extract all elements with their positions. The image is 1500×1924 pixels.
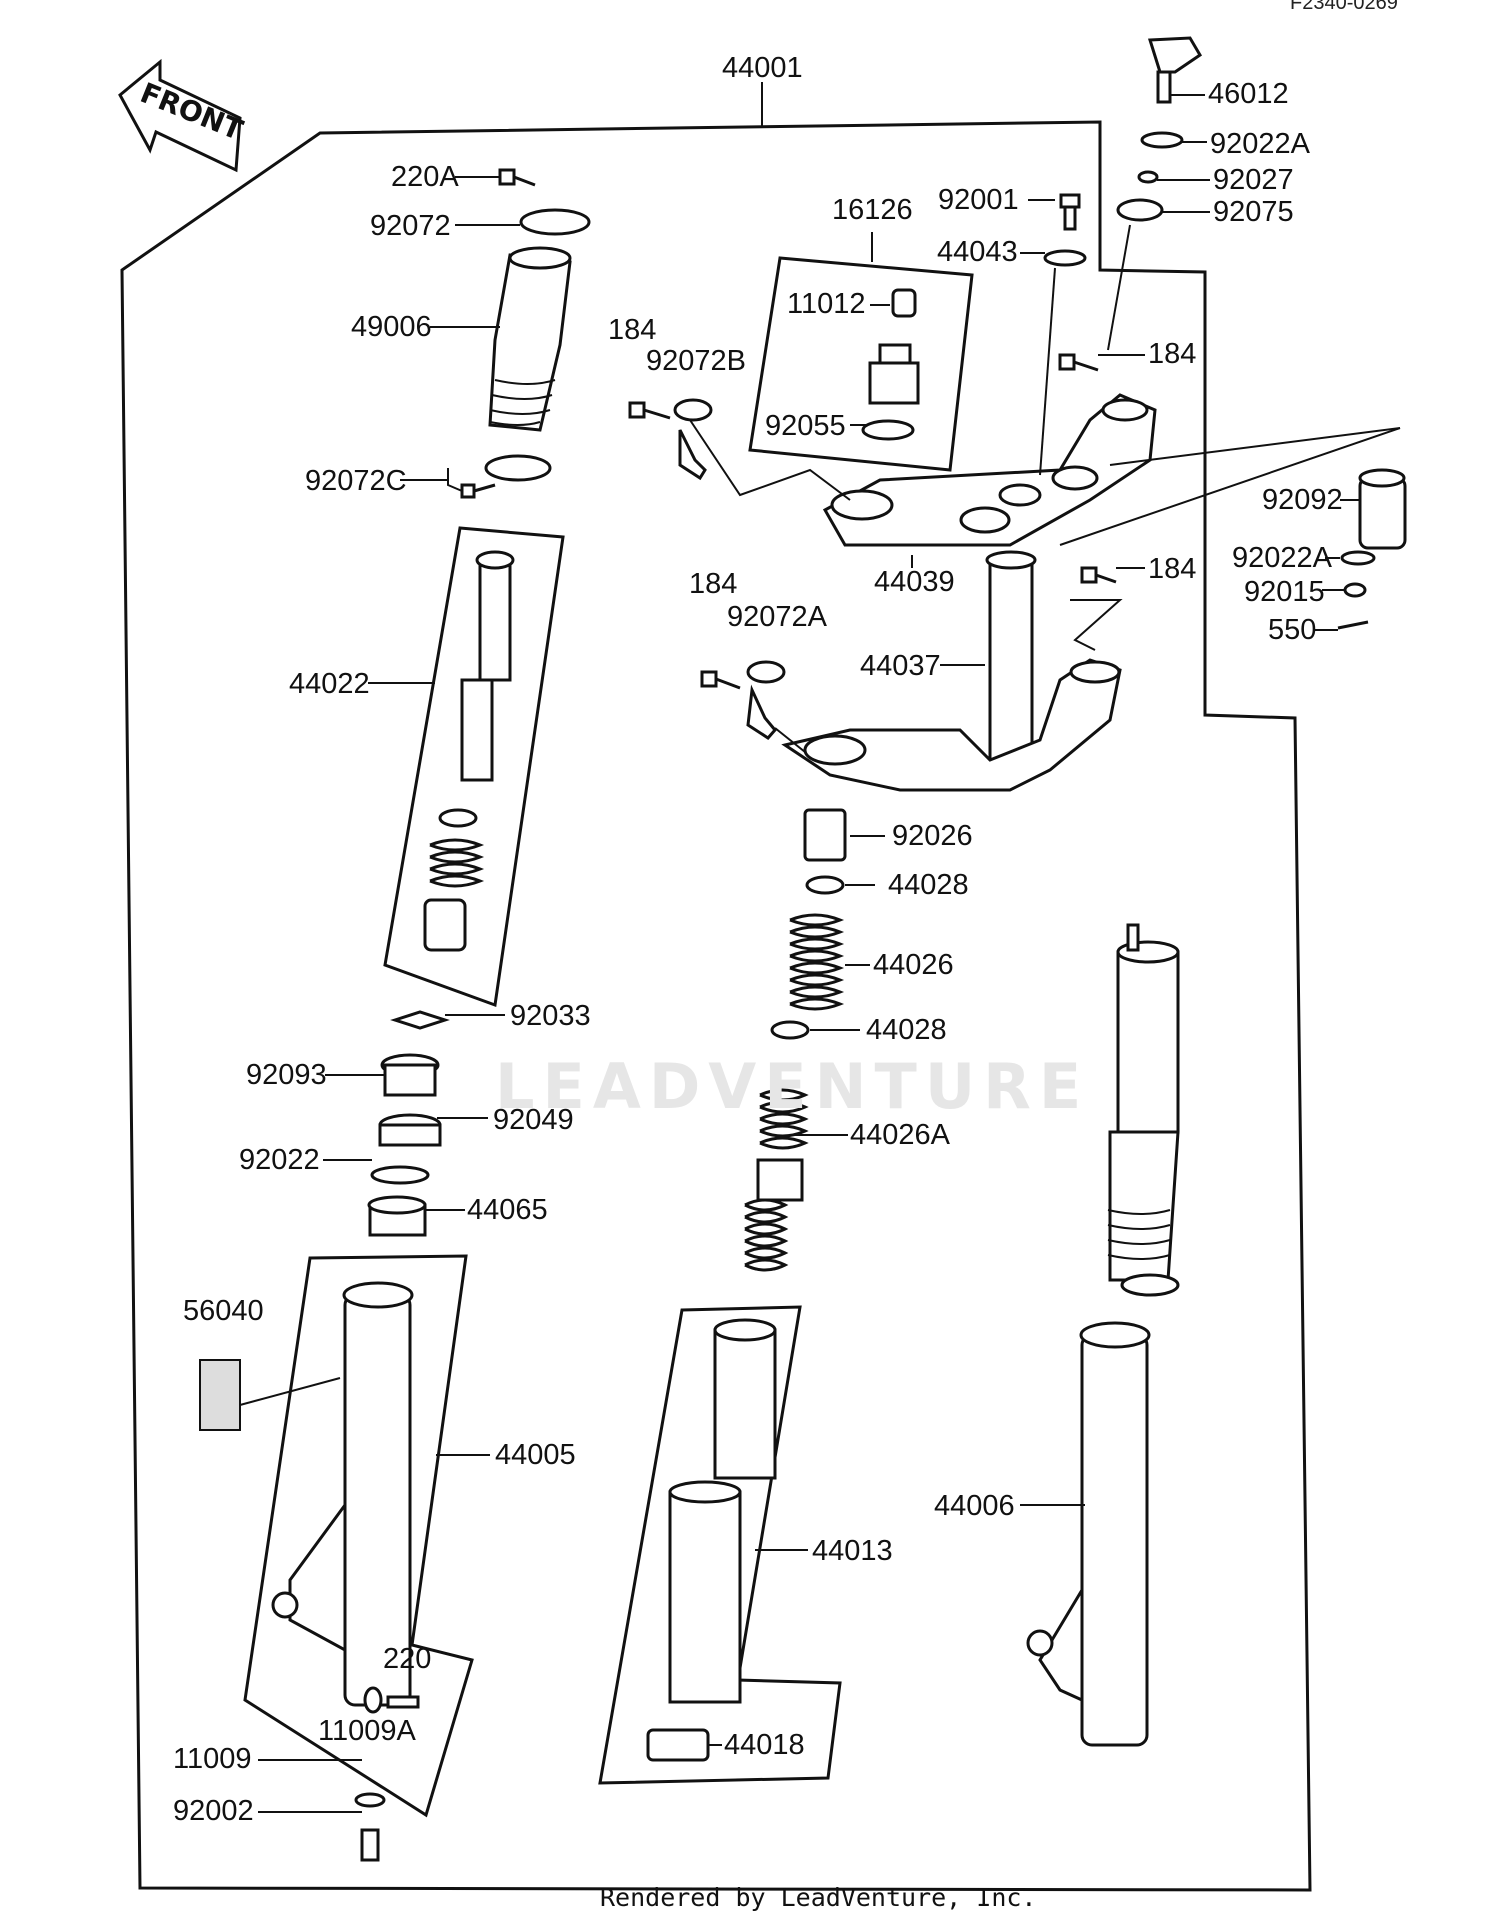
callout-92049: 92049 [493,1104,574,1136]
callout-44013: 44013 [812,1535,893,1567]
boot-49006 [488,246,572,432]
callout-11009A: 11009A [318,1715,416,1747]
callout-92022A-right: 92022A [1232,542,1332,574]
callout-92072C: 92072C [305,465,407,497]
callout-184-top-right: 184 [1148,338,1197,370]
callout-44065: 44065 [467,1194,548,1226]
callout-184-left: 184 [608,314,657,346]
callout-44043: 44043 [937,236,1018,268]
callout-44026: 44026 [873,949,954,981]
callout-92026: 92026 [892,820,973,852]
callout-44006: 44006 [934,1490,1015,1522]
callout-11009: 11009 [173,1743,252,1775]
callout-92092: 92092 [1262,484,1343,516]
callout-92001: 92001 [938,184,1019,216]
reference-code: F2340-0269 [1290,0,1398,14]
callout-550: 550 [1268,614,1317,646]
upper-bracket [822,393,1157,547]
callout-220A: 220A [391,161,459,193]
box-16126 [748,256,974,472]
callout-44028-b: 44028 [866,1014,947,1046]
callout-92022: 92022 [239,1144,320,1176]
watermark: LEADVENTURE [495,1050,1090,1123]
callout-92027: 92027 [1213,164,1294,196]
box-44013 [598,1305,842,1785]
callout-16126: 16126 [832,194,913,226]
assembly-boundary [120,120,1312,1892]
callout-92072A: 92072A [727,601,827,633]
spring-44026 [789,913,845,1011]
callout-92033: 92033 [510,1000,591,1032]
box-44022 [383,526,565,1008]
box-44005 [243,1254,474,1818]
callout-44018: 44018 [724,1729,805,1761]
callout-56040: 56040 [183,1295,264,1327]
callout-44039: 44039 [874,566,955,598]
callout-92055: 92055 [765,410,846,442]
fork-assembly-44006 [1026,923,1180,1747]
callout-44001: 44001 [722,52,803,84]
callout-92072B: 92072B [646,345,746,377]
callout-92093: 92093 [246,1059,327,1091]
callout-49006: 49006 [351,311,432,343]
callout-44005: 44005 [495,1439,576,1471]
footer-credit: Rendered by LeadVenture, Inc. [600,1883,1037,1912]
callout-44026A: 44026A [850,1119,950,1151]
front-arrow-icon [118,58,242,173]
callout-92002: 92002 [173,1795,254,1827]
callout-184-middle: 184 [689,568,738,600]
callout-44037: 44037 [860,650,941,682]
callout-92075: 92075 [1213,196,1294,228]
callout-92072: 92072 [370,210,451,242]
spring-44026A [744,1088,809,1272]
callout-220: 220 [383,1643,432,1675]
fork-leg-44005 [271,1281,414,1707]
callout-46012: 46012 [1208,78,1289,110]
callout-92015: 92015 [1244,576,1325,608]
steering-stem [988,558,1034,762]
callout-44028-a: 44028 [888,869,969,901]
callout-44022: 44022 [289,668,370,700]
leader-lines [258,94,1360,1813]
callout-92022A-top: 92022A [1210,128,1310,160]
lower-bracket [781,658,1122,792]
callout-11012: 11012 [787,288,866,320]
callout-184-right: 184 [1148,553,1197,585]
